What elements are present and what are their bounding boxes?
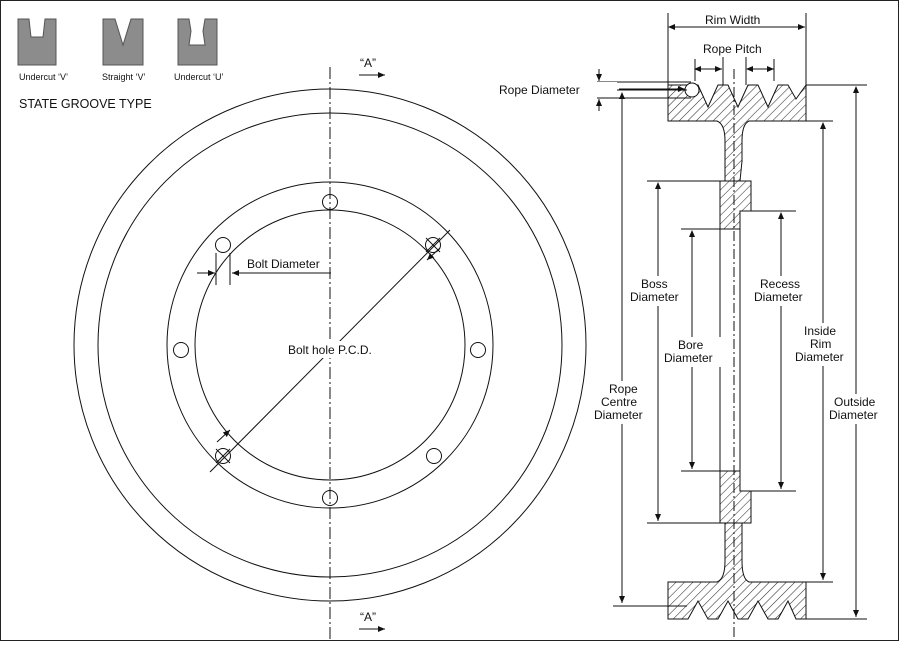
rim-bottom-section (667, 522, 807, 620)
pcd-label-backdrop (286, 341, 386, 358)
bolt-pcd-label: Bolt hole P.C.D. (288, 343, 372, 357)
label-backdrop (700, 41, 772, 56)
label-backdrop (593, 381, 651, 424)
section-dimensions (596, 13, 867, 620)
bolt-hole (215, 448, 231, 464)
bolt-hole (215, 237, 231, 253)
pcd-arrow-bottom (216, 429, 231, 443)
front-view-labels: “A” “A” Bolt Diameter Bolt hole P.C.D. (247, 56, 386, 624)
section-a-label-bottom: “A” (360, 610, 376, 624)
recess-diameter-label-1: Recess (760, 277, 800, 291)
hub-upper-section (719, 180, 752, 230)
rope-pitch-label: Rope Pitch (703, 42, 762, 56)
hub-lower-section (719, 470, 752, 524)
bore-diameter-label-1: Bore (678, 338, 704, 352)
pcd-arrow-top (426, 247, 441, 261)
bolt-hole (173, 342, 189, 358)
boss-diameter-label-1: Boss (641, 277, 668, 291)
outside-diameter-label-2: Diameter (829, 408, 878, 422)
rim-top-section (667, 83, 807, 182)
section-labels: Rim Width Rope Pitch Rope Diameter Boss … (495, 13, 885, 424)
recess-diameter-label-2: Diameter (754, 290, 803, 304)
label-backdrop (753, 276, 811, 306)
inside-rim-label-2: Rim (810, 337, 831, 351)
bolt-diameter-label: Bolt Diameter (247, 257, 320, 271)
outside-diameter-label-1: Outside (834, 395, 876, 409)
label-backdrop (663, 337, 721, 367)
bolt-hole (470, 342, 486, 358)
bolt-hole (322, 490, 338, 506)
inside-rim-label-3: Diameter (795, 350, 844, 364)
rim-width-label: Rim Width (705, 13, 760, 27)
straight-v-groove-icon (102, 18, 144, 66)
label-backdrop (629, 276, 687, 306)
bolt-hole (425, 237, 441, 253)
bolt-holes (173, 194, 486, 506)
rope-centre-label-1: Rope (609, 382, 638, 396)
label-backdrop (794, 323, 852, 366)
groove-type-title: STATE GROOVE TYPE (19, 97, 152, 111)
undercut-u-groove-icon (177, 18, 218, 66)
bore-diameter-label-2: Diameter (664, 351, 713, 365)
label-backdrop (829, 394, 885, 424)
section-a-label-top: “A” (360, 56, 376, 70)
undercut-u-label: Undercut ‘U’ (174, 72, 224, 82)
bolt-hole (322, 194, 338, 210)
rope-circle (684, 82, 700, 98)
undercut-v-label: Undercut ‘V’ (19, 72, 68, 82)
label-backdrop (495, 82, 617, 97)
groove-type-legend: Undercut ‘V’ Straight ‘V’ Undercut ‘U’ S… (17, 18, 224, 111)
rope-centre-label-2: Centre (601, 395, 637, 409)
straight-v-label: Straight ‘V’ (102, 72, 146, 82)
undercut-v-groove-icon (17, 18, 57, 66)
bolt-hole (426, 448, 442, 464)
hole-cross (215, 448, 231, 464)
boss-diameter-label-2: Diameter (630, 290, 679, 304)
rope-centre-label-3: Diameter (594, 408, 643, 422)
inside-rim-label-1: Inside (804, 324, 836, 338)
rope-diameter-label: Rope Diameter (499, 83, 580, 97)
